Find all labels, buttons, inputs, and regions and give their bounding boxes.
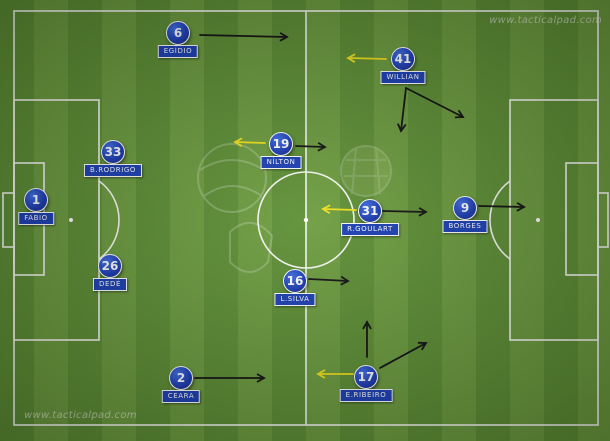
player-name: BORGES — [442, 220, 488, 233]
left-penalty-spot — [69, 218, 73, 222]
arrow-rgoulart-track — [321, 204, 357, 214]
arrow-lsilva-run — [308, 275, 350, 286]
right-penalty-spot — [536, 218, 540, 222]
arrow-willian-track — [346, 53, 387, 63]
arrow-nilton-track — [233, 137, 266, 147]
centre-spot — [303, 217, 309, 223]
player-name: B.RODRIGO — [83, 164, 143, 177]
player-name: R.GOULART — [341, 223, 399, 236]
player-number: 26 — [98, 254, 122, 278]
centre-circle — [257, 171, 355, 269]
right-penalty-arc — [489, 180, 511, 260]
arrow-eribeiro-run-right — [379, 341, 428, 369]
player-name: WILLIAN — [380, 71, 426, 84]
player-name: L.SILVA — [274, 293, 316, 306]
arrow-egidio-run — [199, 32, 289, 42]
player-number: 1 — [24, 188, 48, 212]
emblem-watermark — [197, 143, 392, 273]
right-goal — [597, 192, 609, 248]
arrow-rgoulart-run — [382, 207, 428, 217]
player-number: 2 — [169, 366, 193, 390]
player-number: 9 — [453, 196, 477, 220]
player-name: E.RIBEIRO — [339, 389, 393, 402]
player-name: CEARA — [161, 390, 201, 403]
watermark-bottom: www.tacticalpad.com — [24, 410, 137, 421]
watermark-top: www.tacticalpad.com — [489, 15, 602, 26]
left-penalty-arc — [98, 180, 120, 260]
arrow-willian-run-right — [405, 87, 465, 119]
player-name: NÍLTON — [260, 156, 302, 169]
arrow-nilton-run — [295, 141, 327, 152]
player-number: 41 — [391, 47, 415, 71]
player-number: 6 — [166, 21, 190, 45]
arrow-willian-run-down — [397, 87, 407, 133]
right-penalty-area — [509, 99, 599, 341]
player-number: 17 — [354, 365, 378, 389]
player-number: 31 — [358, 199, 382, 223]
player-name: FABIO — [18, 212, 54, 225]
player-name: EGÍDIO — [157, 45, 199, 58]
player-number: 16 — [283, 269, 307, 293]
left-goal — [2, 192, 15, 248]
player-number: 19 — [269, 132, 293, 156]
arrow-borges-run — [478, 202, 526, 212]
right-goal-area — [565, 162, 599, 276]
player-number: 33 — [101, 140, 125, 164]
player-name: DEDÉ — [92, 278, 128, 291]
